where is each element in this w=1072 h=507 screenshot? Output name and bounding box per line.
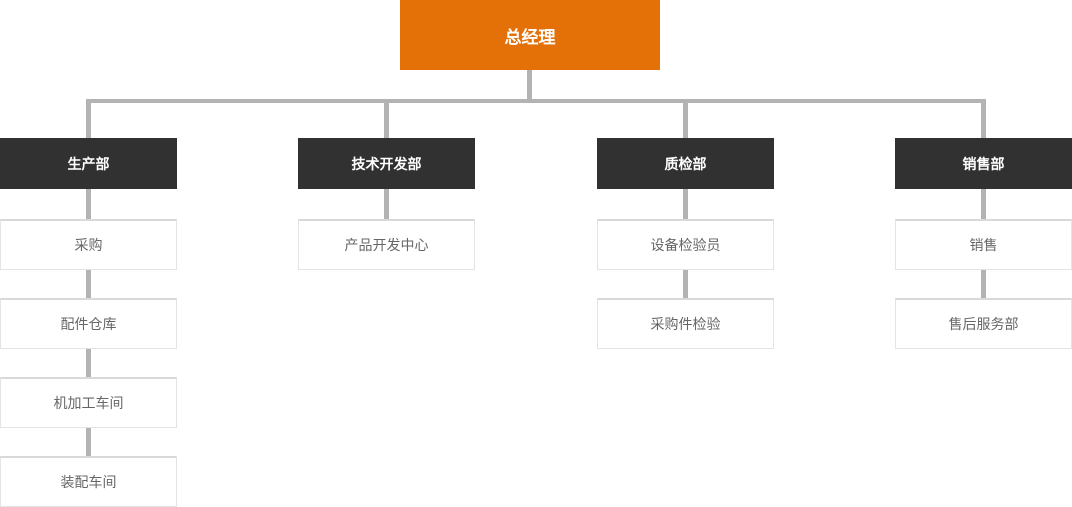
leaf-node-purchasing: 采购 bbox=[0, 219, 177, 270]
connector-root-riser bbox=[527, 70, 532, 103]
leaf-node-purchased-parts-inspection: 采购件检验 bbox=[597, 298, 774, 349]
connector-production-1 bbox=[86, 189, 91, 219]
dept-node-tech-dev: 技术开发部 bbox=[298, 138, 475, 189]
connector-quality-2 bbox=[683, 270, 688, 298]
dept-node-quality: 质检部 bbox=[597, 138, 774, 189]
org-column-production: 生产部 采购 配件仓库 机加工车间 装配车间 bbox=[0, 0, 177, 507]
connector-drop-quality bbox=[683, 103, 688, 138]
dept-node-sales: 销售部 bbox=[895, 138, 1072, 189]
org-column-sales: 销售部 销售 售后服务部 bbox=[895, 0, 1072, 507]
org-column-quality: 质检部 设备检验员 采购件检验 bbox=[597, 0, 774, 507]
connector-drop-production bbox=[86, 103, 91, 138]
leaf-node-equipment-inspector: 设备检验员 bbox=[597, 219, 774, 270]
leaf-node-assembly-workshop: 装配车间 bbox=[0, 456, 177, 507]
dept-node-production: 生产部 bbox=[0, 138, 177, 189]
connector-sales-1 bbox=[981, 189, 986, 219]
leaf-node-after-sales-service: 售后服务部 bbox=[895, 298, 1072, 349]
connector-tech-dev-1 bbox=[384, 189, 389, 219]
connector-quality-1 bbox=[683, 189, 688, 219]
connector-production-4 bbox=[86, 428, 91, 456]
leaf-node-machining-workshop: 机加工车间 bbox=[0, 377, 177, 428]
org-node-general-manager: 总经理 bbox=[400, 0, 660, 70]
connector-sales-2 bbox=[981, 270, 986, 298]
org-column-tech-dev: 技术开发部 产品开发中心 bbox=[298, 0, 475, 507]
leaf-node-parts-warehouse: 配件仓库 bbox=[0, 298, 177, 349]
connector-drop-tech-dev bbox=[384, 103, 389, 138]
connector-horizontal-rail bbox=[86, 99, 986, 103]
connector-production-2 bbox=[86, 270, 91, 298]
leaf-node-sales: 销售 bbox=[895, 219, 1072, 270]
leaf-node-product-dev-center: 产品开发中心 bbox=[298, 219, 475, 270]
connector-drop-sales bbox=[981, 103, 986, 138]
connector-production-3 bbox=[86, 349, 91, 377]
